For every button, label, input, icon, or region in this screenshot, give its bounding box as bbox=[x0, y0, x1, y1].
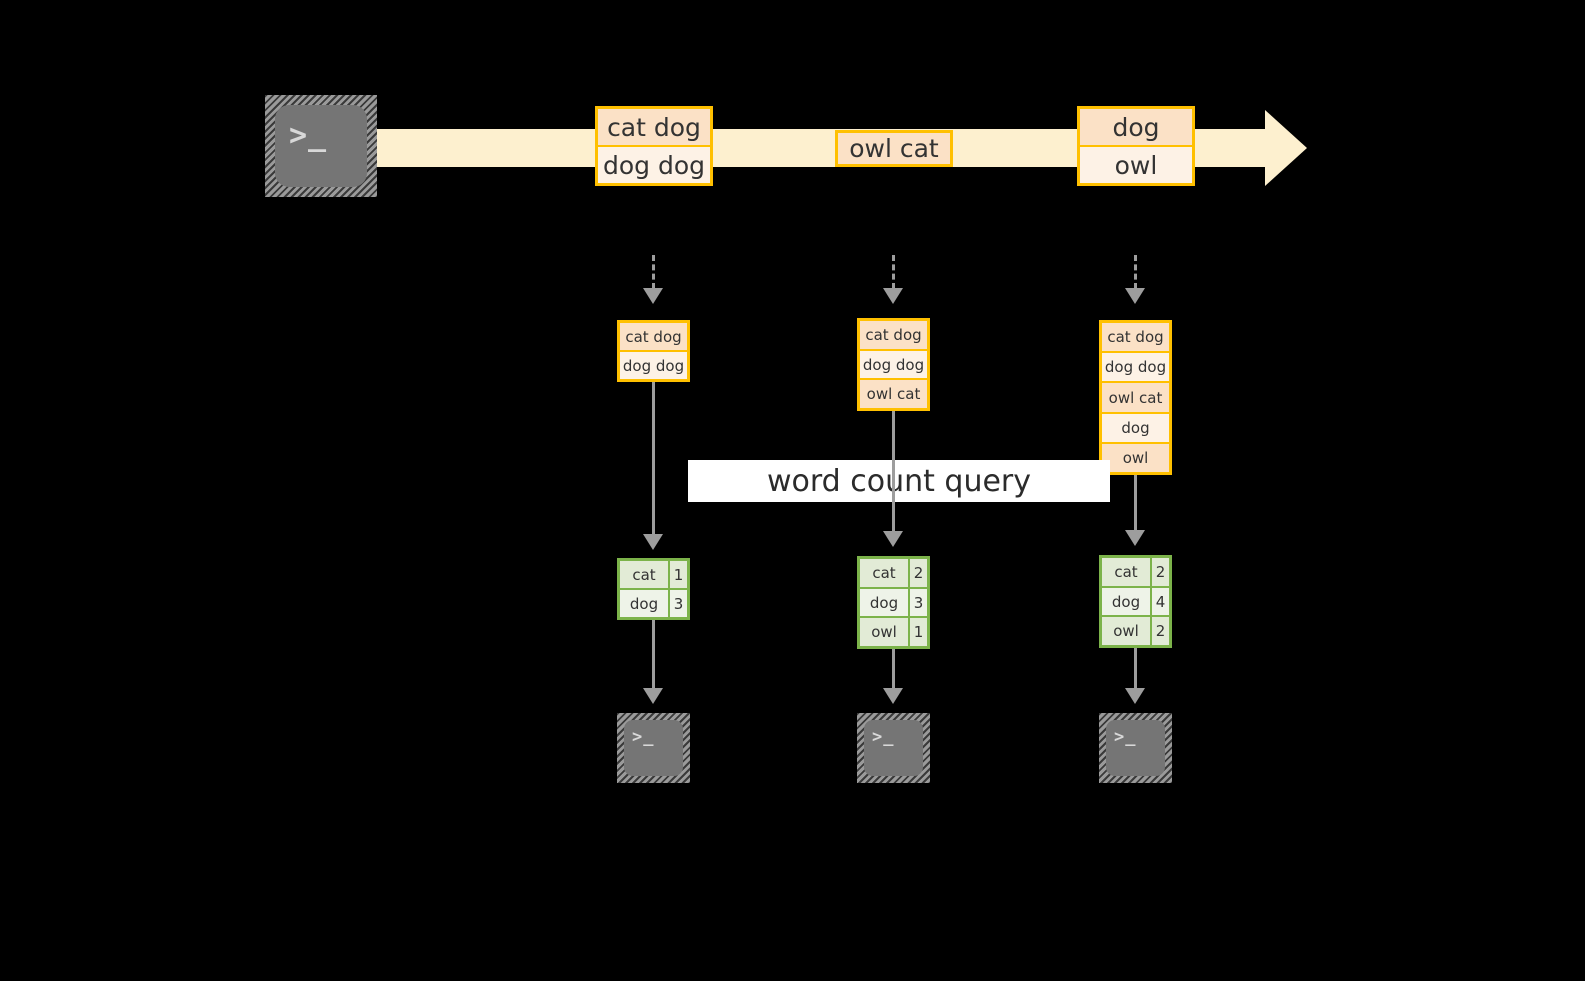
connector-col2-query bbox=[892, 411, 895, 531]
micro-batch-col3[interactable]: cat dog dog dog owl cat dog owl bbox=[1099, 320, 1172, 475]
source-terminal[interactable]: >_ bbox=[265, 95, 377, 197]
table-row: dog 4 bbox=[1102, 585, 1169, 616]
batch-line: owl cat bbox=[1102, 381, 1169, 412]
micro-batch-col1[interactable]: cat dog dog dog bbox=[617, 320, 690, 382]
terminal-screen: >_ bbox=[864, 720, 923, 776]
timeline-arrival-2[interactable]: owl cat bbox=[835, 130, 953, 167]
terminal-screen: >_ bbox=[1106, 720, 1165, 776]
arrow-head-col2-top bbox=[883, 288, 903, 304]
batch-line: cat dog bbox=[598, 109, 710, 145]
batch-line: dog dog bbox=[1102, 351, 1169, 382]
terminal-screen: >_ bbox=[275, 105, 367, 187]
word-cell: dog bbox=[1102, 587, 1150, 616]
count-cell: 3 bbox=[908, 588, 927, 617]
word-cell: owl bbox=[860, 618, 908, 647]
connector-col3-sink bbox=[1134, 648, 1137, 688]
arrow-head-col2-result bbox=[883, 531, 903, 547]
dashed-connector-col3 bbox=[1134, 255, 1137, 289]
batch-line: dog dog bbox=[860, 348, 927, 379]
batch-line: owl cat bbox=[838, 133, 950, 164]
connector-col2-sink bbox=[892, 649, 895, 688]
result-table-col3[interactable]: cat 2 dog 4 owl 2 bbox=[1099, 555, 1172, 648]
table-row: dog 3 bbox=[860, 586, 927, 617]
count-cell: 3 bbox=[668, 590, 687, 617]
table-row: owl 1 bbox=[860, 616, 927, 647]
batch-line: dog dog bbox=[620, 350, 687, 379]
dashed-connector-col1 bbox=[652, 255, 655, 289]
count-cell: 2 bbox=[1150, 558, 1169, 586]
table-row: cat 2 bbox=[1102, 558, 1169, 586]
timeline-arrow-head bbox=[1265, 110, 1307, 186]
table-row: cat 1 bbox=[620, 561, 687, 588]
batch-line: owl bbox=[1080, 145, 1192, 183]
arrow-head-col3-result bbox=[1125, 530, 1145, 546]
dashed-connector-col2 bbox=[892, 255, 895, 289]
word-cell: dog bbox=[860, 588, 908, 617]
sink-terminal-col1[interactable]: >_ bbox=[617, 713, 690, 783]
arrow-head-col1-result bbox=[643, 534, 663, 550]
word-cell: owl bbox=[1102, 617, 1150, 646]
connector-col3-query bbox=[1134, 475, 1137, 530]
batch-line: dog bbox=[1080, 109, 1192, 145]
word-cell: cat bbox=[1102, 558, 1150, 586]
sink-terminal-col2[interactable]: >_ bbox=[857, 713, 930, 783]
connector-col1-query bbox=[652, 382, 655, 534]
terminal-prompt-icon: >_ bbox=[872, 727, 895, 747]
word-cell: cat bbox=[860, 559, 908, 587]
arrow-head-col1-top bbox=[643, 288, 663, 304]
table-row: dog 3 bbox=[620, 588, 687, 617]
terminal-prompt-icon: >_ bbox=[289, 118, 328, 153]
micro-batch-col2[interactable]: cat dog dog dog owl cat bbox=[857, 318, 930, 411]
query-label-text: word count query bbox=[766, 463, 1032, 499]
batch-line: cat dog bbox=[1102, 323, 1169, 352]
count-cell: 2 bbox=[908, 559, 927, 587]
word-cell: cat bbox=[620, 561, 668, 588]
batch-line: dog bbox=[1102, 411, 1169, 442]
timeline-arrival-1[interactable]: cat dog dog dog bbox=[595, 106, 713, 186]
connector-col1-sink bbox=[652, 620, 655, 688]
terminal-prompt-icon: >_ bbox=[1114, 727, 1137, 747]
arrow-head-col3-top bbox=[1125, 288, 1145, 304]
batch-line: dog dog bbox=[598, 145, 710, 183]
batch-line: cat dog bbox=[860, 321, 927, 349]
batch-line: owl bbox=[1102, 441, 1169, 473]
terminal-screen: >_ bbox=[624, 720, 683, 776]
query-label-band: word count query bbox=[688, 460, 1110, 502]
arrow-head-col3-sink bbox=[1125, 688, 1145, 704]
timeline-arrival-3[interactable]: dog owl bbox=[1077, 106, 1195, 186]
arrow-head-col2-sink bbox=[883, 688, 903, 704]
table-row: owl 2 bbox=[1102, 615, 1169, 646]
batch-line: cat dog bbox=[620, 323, 687, 350]
result-table-col2[interactable]: cat 2 dog 3 owl 1 bbox=[857, 556, 930, 649]
result-table-col1[interactable]: cat 1 dog 3 bbox=[617, 558, 690, 620]
arrow-head-col1-sink bbox=[643, 688, 663, 704]
count-cell: 1 bbox=[668, 561, 687, 588]
count-cell: 1 bbox=[908, 618, 927, 647]
sink-terminal-col3[interactable]: >_ bbox=[1099, 713, 1172, 783]
count-cell: 2 bbox=[1150, 617, 1169, 646]
count-cell: 4 bbox=[1150, 587, 1169, 616]
batch-line: owl cat bbox=[860, 378, 927, 409]
word-cell: dog bbox=[620, 590, 668, 617]
table-row: cat 2 bbox=[860, 559, 927, 587]
terminal-prompt-icon: >_ bbox=[632, 727, 655, 747]
